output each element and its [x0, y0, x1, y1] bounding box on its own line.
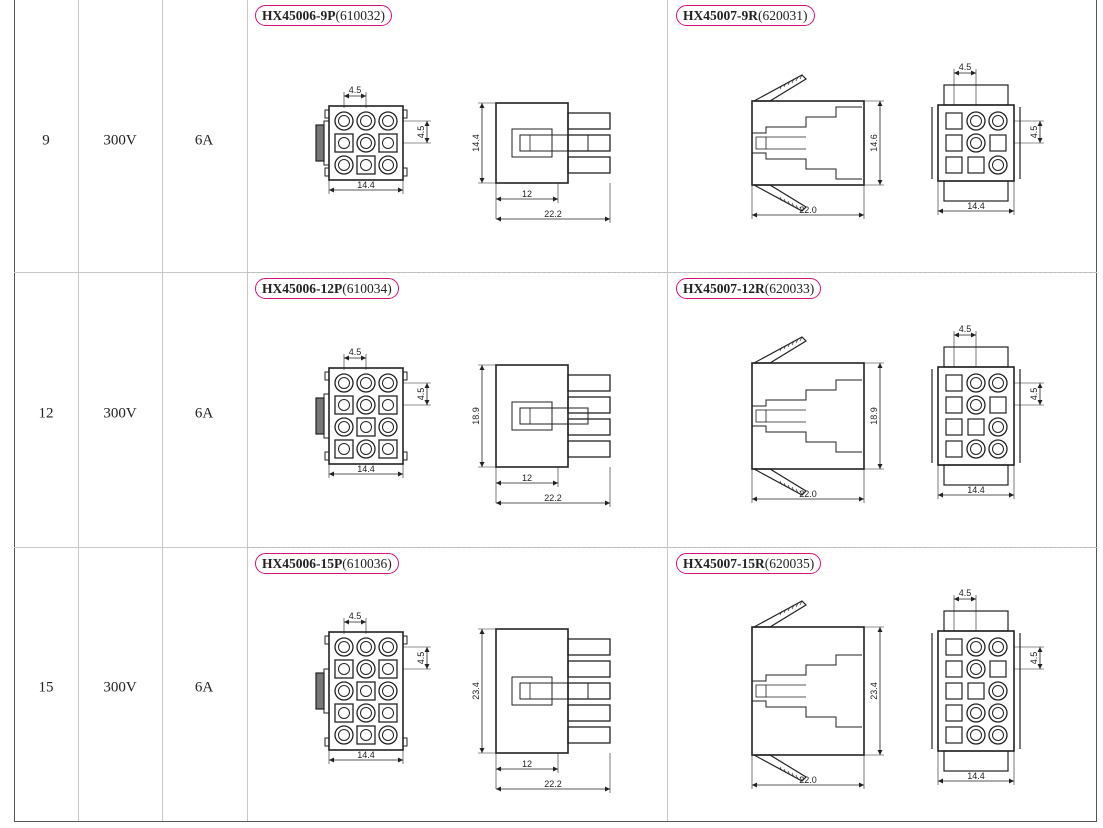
dimension-label: 4.5 [416, 652, 426, 665]
table-border-right [1096, 0, 1097, 822]
dimension-label: 4.5 [959, 588, 972, 598]
dimension-label: 4.5 [959, 62, 972, 72]
pin-count: 15 [38, 679, 54, 696]
plug-part-ref: (610036) [342, 556, 392, 571]
receptacle-part-ref: (620035) [764, 556, 815, 571]
plug-part-code: HX45006-9P [262, 8, 336, 23]
column-divider [667, 0, 668, 822]
dimension-label: 22.0 [799, 489, 817, 499]
rated-current: 6A [194, 132, 214, 149]
dimension-label: 14.4 [471, 134, 481, 152]
plug-part-label: HX45006-12P(610034) [255, 278, 399, 299]
receptacle-part-code: HX45007-12R [683, 281, 765, 296]
pin-count: 12 [38, 405, 54, 422]
plug-part-label: HX45006-15P(610036) [255, 553, 399, 574]
dimension-label: 4.5 [349, 347, 362, 357]
dimension-label: 14.4 [357, 750, 375, 760]
dimension-label: 12 [522, 473, 532, 483]
plug-part-label: HX45006-9P(610032) [255, 5, 392, 26]
plug-part-ref: (610032) [335, 8, 386, 23]
rated-voltage: 300V [103, 405, 137, 422]
plug-side-view: 14.4 12 22.2 [471, 102, 611, 223]
dimension-label: 4.5 [1029, 126, 1039, 139]
column-divider [162, 0, 163, 822]
dimension-label: 14.4 [967, 771, 985, 781]
plug-part-code: HX45006-15P [262, 556, 343, 571]
rated-current: 6A [194, 405, 214, 422]
row-divider-dashed [247, 547, 1097, 548]
plug-side-view: 23.4 12 22.2 [471, 628, 611, 793]
dimension-label: 22.0 [799, 775, 817, 785]
dimension-label: 22.2 [544, 779, 562, 789]
receptacle-part-ref: (620031) [758, 8, 808, 23]
dimension-label: 14.4 [357, 464, 375, 474]
dimension-label: 14.4 [967, 485, 985, 495]
plug-part-ref: (610034) [342, 281, 392, 296]
receptacle-front-view: 4.5 4.5 14.4 [931, 62, 1044, 215]
table-border-bottom [14, 821, 1097, 822]
dimension-label: 18.9 [869, 407, 879, 425]
dimension-label: 12 [522, 759, 532, 769]
receptacle-side-view: 14.6 22.0 [751, 74, 884, 219]
column-divider [78, 0, 79, 822]
dimension-label: 18.9 [471, 407, 481, 425]
column-divider [247, 0, 248, 822]
dimension-label: 22.2 [544, 493, 562, 503]
plug-part-code: HX45006-12P [262, 281, 343, 296]
dimension-label: 4.5 [416, 388, 426, 401]
dimension-label: 4.5 [416, 126, 426, 139]
pin-count: 9 [42, 132, 50, 149]
rated-current: 6A [194, 679, 214, 696]
plug-front-view: 4.5 4.5 14.4 [315, 611, 431, 764]
dimension-label: 4.5 [959, 324, 972, 334]
dimension-label: 4.5 [349, 85, 362, 95]
receptacle-part-label: HX45007-12R(620033) [676, 278, 822, 299]
row-divider-dashed [247, 272, 1097, 273]
receptacle-side-view: 18.9 22.0 [751, 336, 884, 503]
dimension-label: 14.6 [869, 134, 879, 152]
receptacle-part-code: HX45007-15R [683, 556, 765, 571]
receptacle-side-view: 23.4 22.0 [751, 600, 884, 789]
dimension-label: 12 [522, 189, 532, 199]
receptacle-front-view: 4.5 4.5 14.4 [931, 324, 1044, 499]
dimension-label: 14.4 [357, 180, 375, 190]
dimension-label: 23.4 [869, 682, 879, 700]
dimension-label: 4.5 [1029, 388, 1039, 401]
dimension-label: 22.2 [544, 209, 562, 219]
receptacle-part-ref: (620033) [764, 281, 815, 296]
table-border-left [14, 0, 15, 822]
plug-front-view: 4.5 4.5 14.4 [315, 347, 431, 478]
receptacle-part-label: HX45007-15R(620035) [676, 553, 822, 574]
dimension-label: 4.5 [349, 611, 362, 621]
rated-voltage: 300V [103, 132, 137, 149]
receptacle-front-view: 4.5 4.5 14.4 [931, 588, 1044, 785]
dimension-label: 4.5 [1029, 652, 1039, 665]
receptacle-part-label: HX45007-9R(620031) [676, 5, 815, 26]
dimension-label: 22.0 [799, 205, 817, 215]
plug-side-view: 18.9 12 22.2 [471, 364, 611, 507]
plug-front-view: 4.5 4.5 14.4 [315, 85, 431, 194]
dimension-label: 14.4 [967, 201, 985, 211]
receptacle-part-code: HX45007-9R [683, 8, 758, 23]
rated-voltage: 300V [103, 679, 137, 696]
dimension-label: 23.4 [471, 682, 481, 700]
